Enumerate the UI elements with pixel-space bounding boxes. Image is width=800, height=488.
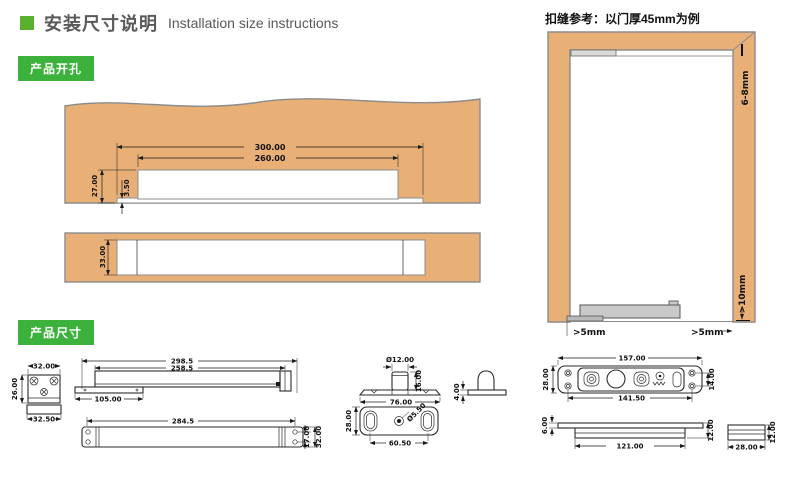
- dim-latch-body: 121.00: [616, 443, 643, 451]
- latch-side-view: 6.00 12.00 121.00: [541, 415, 715, 451]
- door-frame: [547, 31, 756, 323]
- dim-top-width: 32.00: [315, 426, 323, 448]
- gap-bottom-left-label: >5mm: [573, 328, 606, 338]
- dim-lip-depth: 3.50: [123, 179, 131, 196]
- panel-shape: [64, 98, 481, 204]
- pin-side-view: 4.00: [453, 370, 507, 404]
- frame-miter-line: [732, 31, 756, 51]
- gap-bottom-right-label: >5mm: [691, 328, 724, 338]
- product-dimensions-drawings: 32.00 26.00 32.50 298.5 258.5 105.00: [11, 355, 777, 452]
- dim-slot-height: 33.00: [99, 246, 107, 268]
- green-square-icon: [20, 16, 34, 30]
- gap-floor-label: >10mm: [738, 275, 748, 314]
- dim-plate-slot-spacing: 60.50: [389, 440, 411, 448]
- device-side-view: 298.5 258.5 105.00: [74, 358, 298, 404]
- device-top-view: 284.5 17.00 32.00: [81, 417, 323, 449]
- dim-pin-base-width: 76.00: [390, 399, 412, 407]
- cutout-top-view-drawing: 300.00 260.00 27.00 3.50: [64, 98, 481, 214]
- dim-top-length: 284.5: [172, 418, 194, 426]
- latch-end-view: 12.00 28.00: [727, 421, 777, 452]
- cutout-front-view-drawing: 33.00: [64, 232, 481, 283]
- section-label-dimensions: 产品尺寸: [18, 320, 95, 345]
- dim-latch-right-holes: 14.00: [708, 368, 716, 390]
- dim-pin-diameter: Ø12.00: [386, 356, 414, 364]
- slot-opening: [116, 239, 426, 276]
- dim-inner-width: 260.00: [255, 154, 286, 163]
- pin-plate-top-view: 28.00 Ø5.50 60.50: [345, 401, 439, 448]
- slot-end-lines: [136, 240, 404, 275]
- dimension-lines: [98, 143, 424, 214]
- top-damper-bar: [570, 49, 617, 57]
- gap-reference-title: 扣缝参考：以门厚45mm为例: [545, 12, 700, 26]
- dimension-lines: [104, 239, 117, 276]
- dim-latch-plate: 6.00: [541, 417, 549, 434]
- dim-side-overall: 298.5: [171, 358, 193, 366]
- page-header: 安装尺寸说明 Installation size instructions: [20, 10, 338, 36]
- pin-front-view: Ø12.00 16.00 76.00: [358, 356, 442, 407]
- gap-top-label: 6-8mm: [741, 70, 751, 105]
- section-label-cutout: 产品开孔: [18, 56, 95, 81]
- latch-top-view: 157.00 141.50 28.00 14.00: [542, 355, 716, 403]
- floor-device: [566, 300, 681, 322]
- dim-top-hole-spacing: 17.00: [303, 426, 311, 448]
- dim-side-base: 105.00: [94, 396, 121, 404]
- dim-end-width-bottom: 32.50: [33, 416, 55, 424]
- dim-latchend-height: 12.00: [769, 421, 777, 443]
- page-title-en: Installation size instructions: [168, 15, 339, 31]
- cutout-slot: [137, 169, 399, 200]
- dim-outer-width: 300.00: [255, 143, 286, 152]
- dim-side-body: 258.5: [171, 365, 193, 373]
- dim-end-width-top: 32.00: [33, 363, 55, 371]
- dim-latch-length: 157.00: [618, 355, 645, 363]
- dim-latch-height: 12.00: [707, 419, 715, 441]
- dim-pin-height: 16.00: [415, 370, 423, 392]
- device-end-view: 32.00 26.00 32.50: [11, 363, 62, 424]
- page-title-zh: 安装尺寸说明: [44, 14, 158, 34]
- dim-pin-base-thickness: 4.00: [453, 383, 461, 400]
- dim-plate-width: 28.00: [345, 410, 353, 432]
- dim-latch-holes: 141.50: [618, 395, 645, 403]
- dim-latchend-width: 28.00: [735, 444, 757, 452]
- dim-latch-width: 28.00: [542, 368, 550, 390]
- dim-end-height: 26.00: [11, 378, 19, 400]
- door-frame-drawing: 6-8mm >5mm >5mm >10mm: [547, 31, 756, 338]
- dim-depth: 27.00: [91, 175, 99, 197]
